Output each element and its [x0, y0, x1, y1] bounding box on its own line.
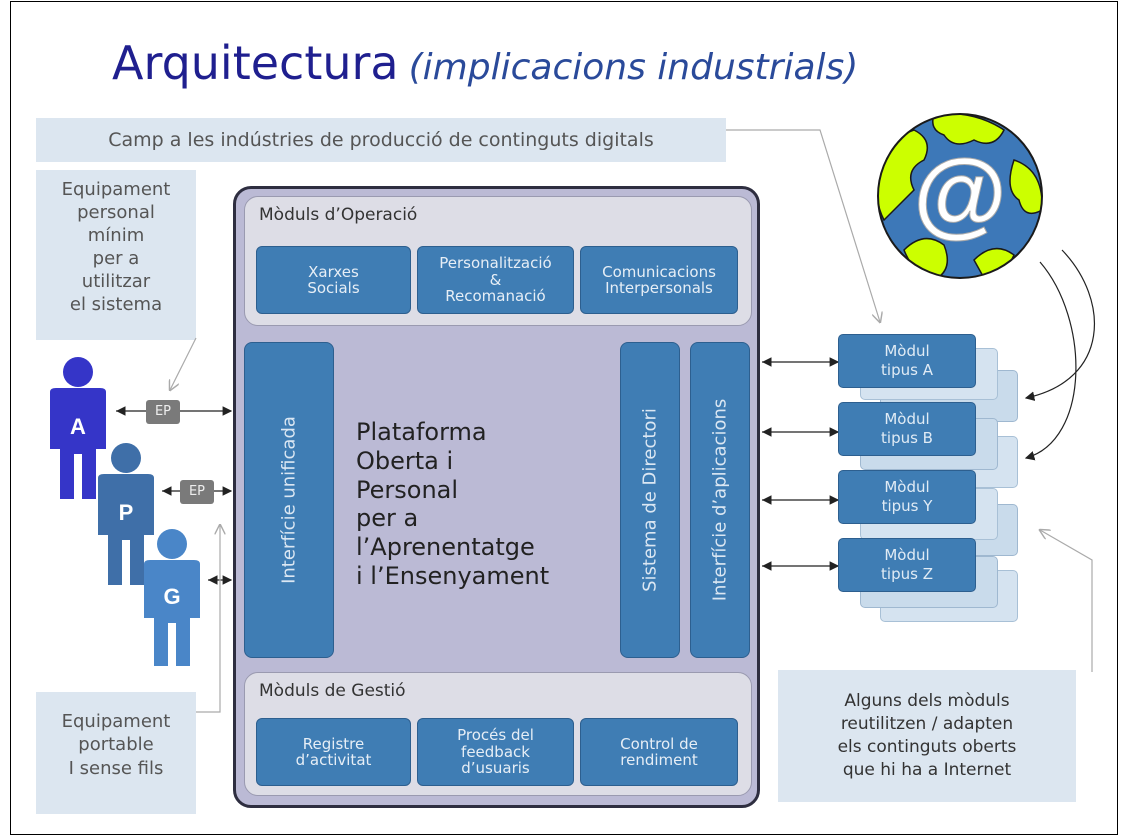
platform-name-line: Plataforma [356, 418, 487, 446]
svg-text:A: A [70, 414, 86, 439]
interficie-aplicacions-label: Interfície d’aplicacions [709, 398, 731, 602]
module-line: d’activitat [295, 751, 372, 769]
equip-personal-box: Equipament personal mínim per a utilitza… [36, 170, 196, 340]
equip-portable-box: Equipament portable I sense fils [36, 692, 196, 814]
user-g-icon: G [144, 529, 200, 666]
module-type-line: Mòdul [884, 477, 930, 496]
interficie-aplicacions: Interfície d’aplicacions [690, 342, 750, 658]
equip-personal-line: mínim [87, 225, 145, 247]
equip-portable-line: I sense fils [68, 757, 164, 779]
module-line: Interpersonals [605, 279, 713, 297]
module-type-line: Mòdul [884, 409, 930, 428]
sistema-directori: Sistema de Directori [620, 342, 680, 658]
operacio-title: Mòduls d’Operació [259, 205, 418, 225]
top-banner: Camp a les indústries de producció de co… [36, 118, 726, 162]
module-line: Personalització [439, 254, 552, 273]
callout-note [1040, 530, 1093, 672]
svg-text:P: P [119, 500, 134, 525]
note-line: els continguts oberts [837, 737, 1017, 757]
module-line: feedback [461, 742, 530, 761]
platform-name-line: Personal [356, 475, 459, 504]
note-line: que hi ha a Internet [842, 759, 1012, 780]
platform-name-line: l’Aprenentatge [356, 533, 535, 562]
globe-at-symbol: @ [913, 140, 1007, 247]
user-p-icon: P [98, 443, 154, 585]
module-type-line: Mòdul [884, 341, 930, 360]
module-line: d’usuaris [461, 759, 530, 778]
top-banner-text: Camp a les indústries de producció de co… [108, 129, 654, 151]
equip-personal-line: utilitzar [81, 271, 151, 293]
module-type-line: Mòdul [884, 545, 930, 564]
svg-text:G: G [163, 584, 180, 609]
slide-title: Arquitectura(implicacions industrials) [112, 40, 858, 86]
equip-portable-line: Equipament [61, 711, 171, 732]
equip-personal-line: per a [92, 248, 140, 270]
callout-portable [196, 525, 220, 713]
globe-arrow-2 [1024, 261, 1077, 461]
title-subtitle: (implicacions industrials) [408, 47, 859, 88]
user-a-icon: A [50, 357, 106, 499]
module-personalitzacio: Personalització&Recomanació [417, 246, 574, 314]
note-line: Alguns dels mòduls [844, 691, 1010, 712]
module-type-line: tipus Y [881, 497, 933, 515]
equip-personal-line: personal [77, 202, 155, 224]
module-line: Registre [302, 734, 365, 753]
platform-name: Plataforma Oberta i Personal per a l’Apr… [356, 418, 549, 591]
equip-personal-line: el sistema [69, 294, 163, 316]
module-line: Socials [307, 279, 360, 297]
title-main: Arquitectura [112, 36, 399, 90]
platform-name-line: Oberta i [356, 446, 454, 475]
interficie-unificada: Interfície unificada [244, 342, 334, 658]
module-line: Procés del [457, 726, 534, 745]
module-type-line: tipus B [881, 429, 933, 447]
module-line: Comunicacions [602, 262, 716, 281]
platform-name-line: i l’Ensenyament [356, 561, 550, 590]
module-line: rendiment [620, 751, 698, 769]
module-line: Xarxes [308, 262, 359, 281]
interficie-unificada-label: Interfície unificada [278, 416, 300, 584]
ep-box-a: EP [146, 400, 180, 424]
callout-banner [726, 129, 880, 322]
globe-icon: @ [877, 113, 1043, 279]
ep-box-p: EP [180, 480, 214, 504]
note-line: reutilitzen / adapten [840, 714, 1014, 735]
note-box: Alguns dels mòduls reutilitzen / adapten… [778, 670, 1076, 802]
module-line: Control de [620, 734, 698, 753]
equip-portable-line: portable [78, 734, 154, 756]
callout-personal [170, 337, 197, 390]
sistema-directori-label: Sistema de Directori [639, 408, 661, 592]
module-line: Recomanació [445, 287, 546, 306]
gestio-title: Mòduls de Gestió [259, 681, 406, 701]
platform-name-line: per a [356, 504, 419, 533]
ep-label: EP [154, 404, 172, 419]
globe-arrow-1 [1024, 249, 1096, 401]
module-type-line: tipus Z [881, 565, 933, 583]
ep-label: EP [188, 484, 206, 499]
module-line: & [489, 270, 502, 289]
module-type-line: tipus A [881, 361, 933, 379]
equip-personal-line: Equipament [61, 179, 171, 200]
